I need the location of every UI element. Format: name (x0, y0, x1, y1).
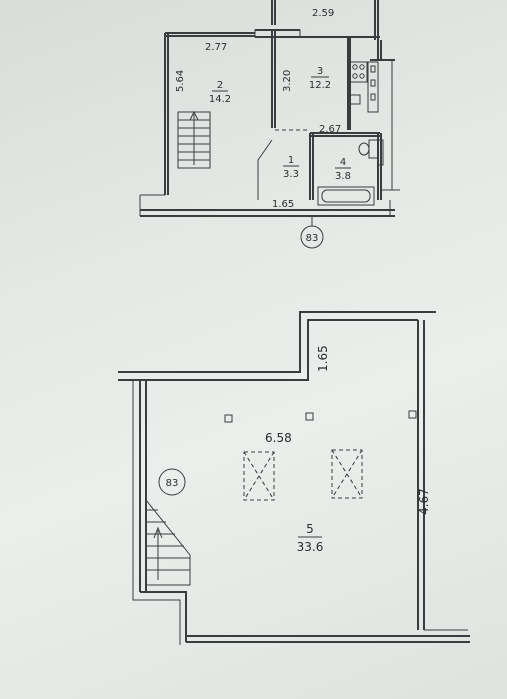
window (254, 29, 301, 38)
column (408, 410, 417, 419)
room-3-area: 12.2 (309, 80, 331, 91)
dim-room2-width: 2.77 (205, 42, 227, 53)
upper-stairs (177, 110, 211, 169)
counter (367, 61, 379, 113)
lower-stairs (145, 499, 191, 586)
room-5-area: 33.6 (297, 540, 324, 554)
skylight (331, 449, 363, 499)
room-4-number: 4 (340, 157, 346, 168)
column (224, 414, 233, 423)
dim-bottom: 1.65 (272, 199, 294, 210)
lower-floor-plan: 1.65 6.58 4.67 5 33.6 83 (118, 311, 470, 645)
skylight (243, 451, 275, 501)
dim-room2-height: 5.64 (175, 70, 186, 92)
upper-section-marker (300, 216, 324, 249)
lower-section-marker (158, 468, 186, 496)
dim-lower-top: 1.65 (316, 345, 330, 372)
stove-icon (349, 61, 368, 83)
bathtub-icon (317, 186, 375, 206)
room-2-number: 2 (217, 80, 223, 91)
upper-marker-label: 83 (306, 233, 319, 244)
room-2-area: 14.2 (209, 94, 231, 105)
upper-floor-plan: 2.59 2.77 5.64 3.20 2.67 1.65 2 14.2 3 1… (139, 0, 400, 249)
dim-lower-height: 4.67 (417, 488, 431, 515)
sink-icon (349, 94, 361, 105)
dim-room4-width: 2.67 (319, 124, 341, 135)
dim-top-right: 2.59 (312, 8, 334, 19)
room-5-number: 5 (306, 522, 314, 536)
room-4-area: 3.8 (335, 171, 351, 182)
dim-room3-height: 3.20 (282, 70, 293, 92)
room-1-number: 1 (288, 155, 294, 166)
column (305, 412, 314, 421)
room-3-number: 3 (317, 66, 323, 77)
lower-marker-label: 83 (166, 478, 179, 489)
room-1-area: 3.3 (283, 169, 299, 180)
kitchen-fixtures (349, 61, 379, 113)
toilet-icon (358, 142, 370, 156)
bathroom-fixtures (317, 139, 384, 206)
dim-lower-width: 6.58 (265, 431, 292, 445)
